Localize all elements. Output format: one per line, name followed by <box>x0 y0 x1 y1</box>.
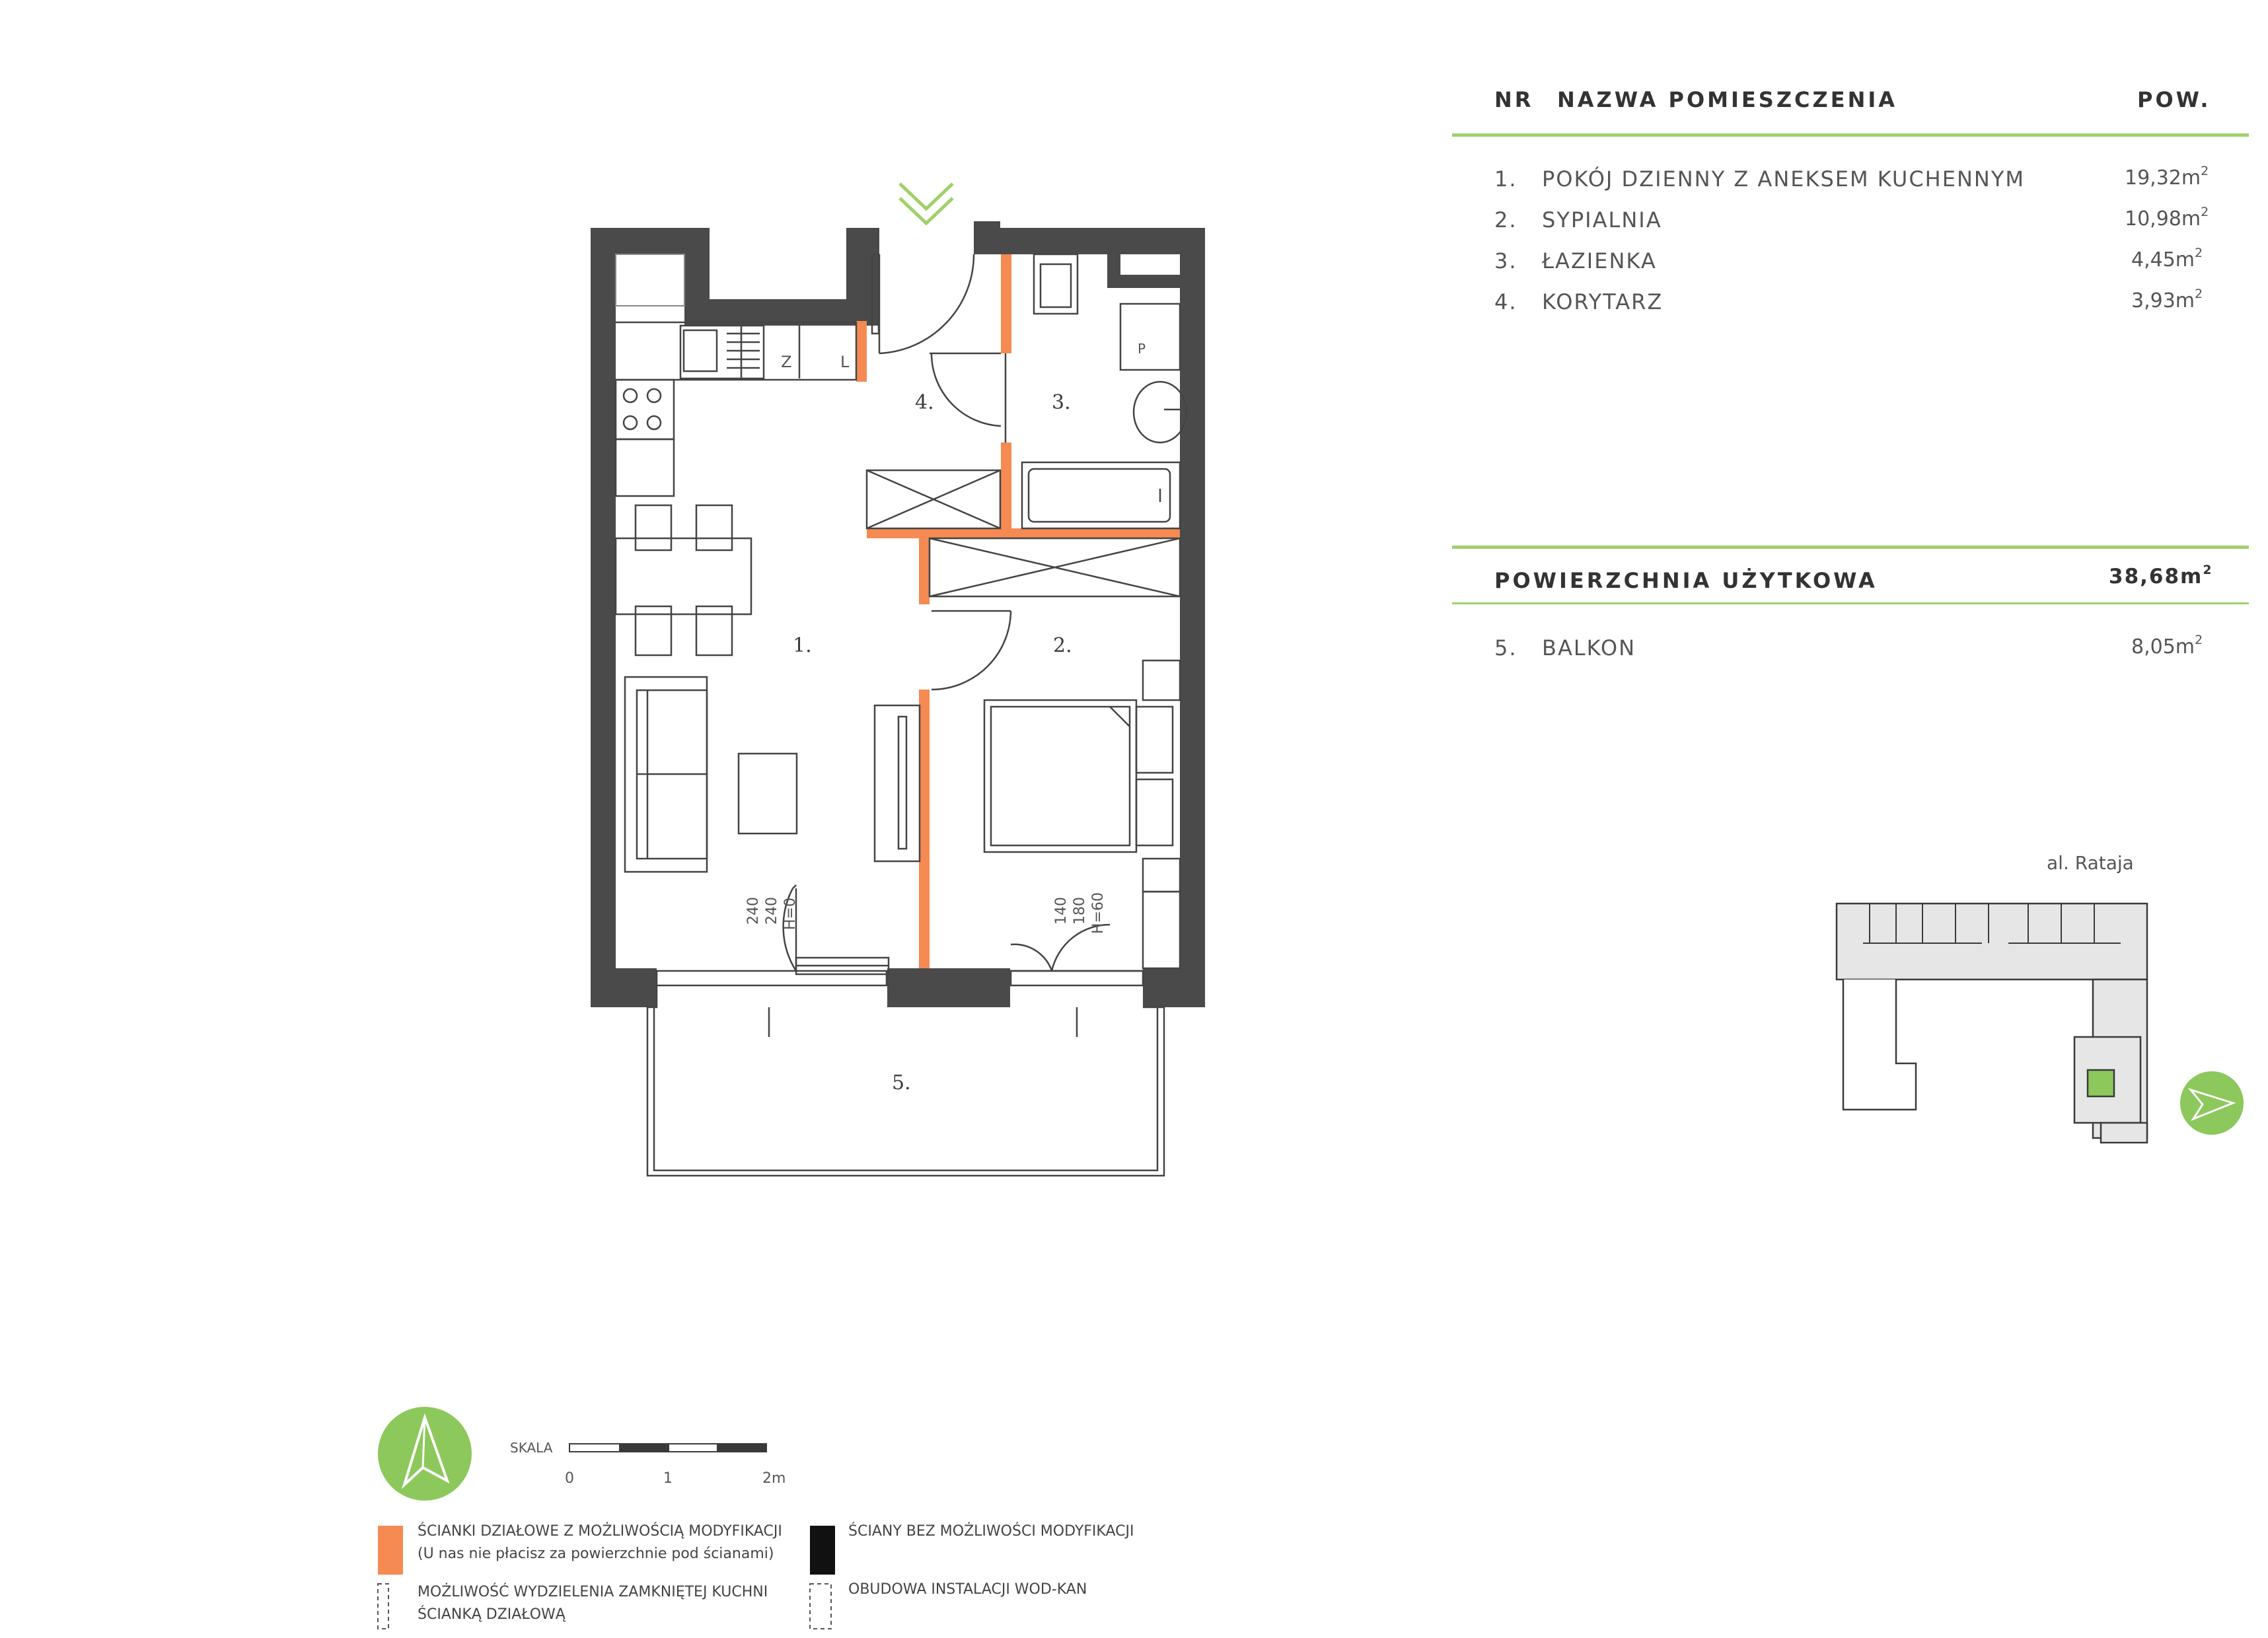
room-4-label: 4. <box>915 391 934 414</box>
dim-a2: 240 <box>764 897 780 925</box>
table-header-area: POW. <box>2137 87 2211 112</box>
scale-tick-0: 0 <box>565 1470 574 1487</box>
room-area: 10,98m2 <box>2125 205 2209 231</box>
room-name: SYPIALNIA <box>1542 207 1662 232</box>
legend-black-swatch <box>810 1526 835 1575</box>
room-area: 4,45m2 <box>2131 246 2203 271</box>
balcony-nr: 5. <box>1494 635 1518 660</box>
room-nr: 4. <box>1494 289 1518 314</box>
table-header-nr: NR <box>1494 87 1534 112</box>
scale-tick-2: 2m <box>762 1470 786 1487</box>
legend-orange-swatch <box>378 1526 403 1575</box>
room-2-label: 2. <box>1053 634 1072 657</box>
legend-orange-text-2: (U nas nie płacisz za powierzchnie pod ś… <box>418 1546 774 1562</box>
street-label: al. Rataja <box>2047 852 2134 874</box>
fixtures <box>614 253 1188 1177</box>
north-arrow-small-icon <box>2180 1071 2244 1135</box>
total-label: POWIERZCHNIA UŻYTKOWA <box>1494 568 1878 593</box>
legend-kitchen-text-2: ŚCIANKĄ DZIAŁOWĄ <box>418 1606 566 1623</box>
room-nr: 2. <box>1494 207 1518 232</box>
site-plan <box>1835 902 2148 1144</box>
legend-kitchen-text-1: MOŻLIWOŚĆ WYDZIELENIA ZAMKNIĘTEJ KUCHNI <box>418 1584 768 1600</box>
legend-wodkan-text: OBUDOWA INSTALACJI WOD-KAN <box>848 1581 1087 1598</box>
highlighted-unit <box>2086 1069 2115 1098</box>
dim-b2: 180 <box>1072 897 1088 925</box>
room-area: 3,93m2 <box>2131 287 2203 312</box>
total-divider-top <box>1452 546 2249 549</box>
scale-tick-1: 1 <box>663 1470 673 1487</box>
legend-orange-text-1: ŚCIANKI DZIAŁOWE Z MOŻLIWOŚCIĄ MODYFIKAC… <box>418 1523 782 1540</box>
room-3-label: 3. <box>1052 391 1071 414</box>
sink-l-label: L <box>840 353 850 371</box>
room-nr: 1. <box>1494 166 1518 192</box>
legend-black-text: ŚCIANY BEZ MOŻLIWOŚCI MODYFIKACJI <box>848 1523 1134 1540</box>
dim-a1: 240 <box>745 897 762 925</box>
total-value: 38,68m2 <box>2109 563 2213 588</box>
room-name: POKÓJ DZIENNY Z ANEKSEM KUCHENNYM <box>1542 166 2025 192</box>
room-name: ŁAZIENKA <box>1542 248 1657 273</box>
room-1-label: 1. <box>793 634 812 657</box>
dim-a3: H=0 <box>782 898 799 930</box>
washer-label: P <box>1138 341 1146 357</box>
dim-b3: H=60 <box>1090 892 1107 934</box>
sink-z-label: Z <box>781 353 792 371</box>
entrance-arrow-icon <box>898 182 954 226</box>
scale-label: SKALA <box>510 1440 553 1456</box>
room-area: 19,32m2 <box>2125 164 2209 190</box>
table-divider <box>1452 133 2249 137</box>
north-arrow-icon <box>378 1407 472 1501</box>
legend-dashed-kitchen <box>377 1583 389 1629</box>
total-divider-bottom <box>1452 602 2249 604</box>
scale-bar <box>569 1443 767 1452</box>
legend-dashed-wodkan <box>809 1583 832 1629</box>
room-name: KORYTARZ <box>1542 289 1664 314</box>
modifiable-walls <box>856 254 1180 968</box>
table-header-name: NAZWA POMIESZCZENIA <box>1557 87 1898 112</box>
room-5-label: 5. <box>892 1071 911 1094</box>
balcony-area: 8,05m2 <box>2131 633 2203 659</box>
room-nr: 3. <box>1494 248 1518 273</box>
fixed-walls <box>591 221 1205 1007</box>
dim-b1: 140 <box>1053 897 1070 925</box>
balcony-name: BALKON <box>1542 635 1636 660</box>
